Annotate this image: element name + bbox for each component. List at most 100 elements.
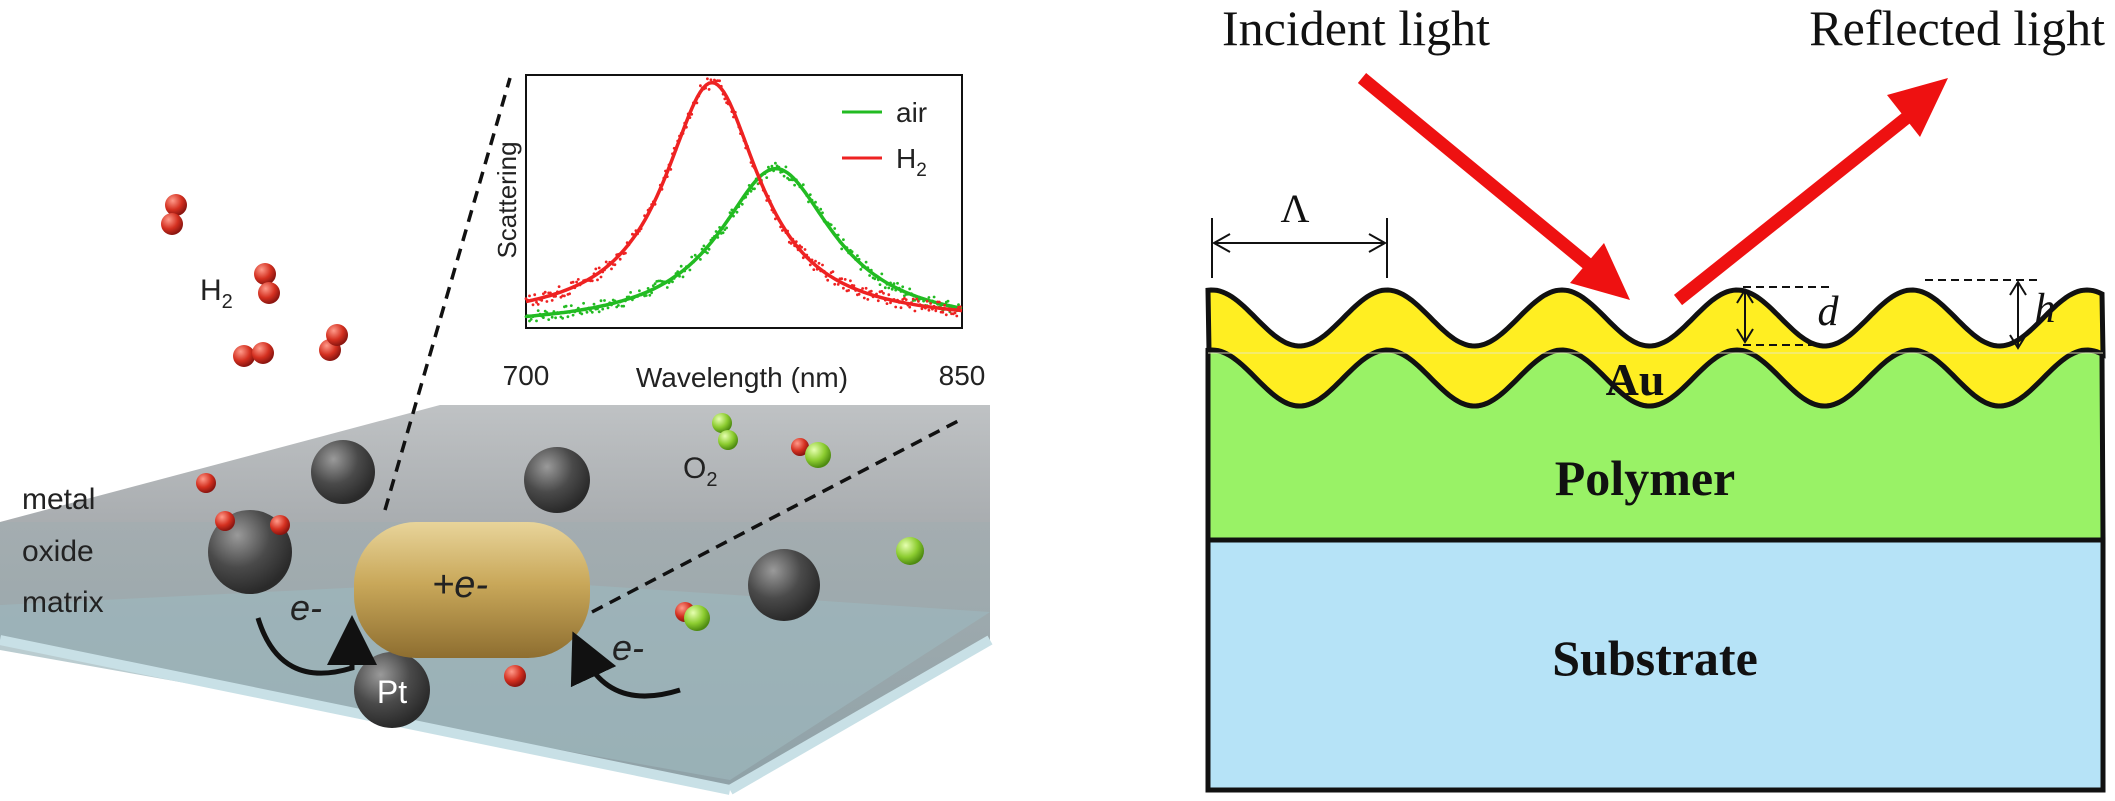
h2-spectrum-curve-point: [540, 299, 544, 302]
h2-spectrum-curve-point: [665, 175, 669, 179]
h2-spectrum-curve-point: [660, 187, 664, 191]
h2-spectrum-curve-point: [657, 191, 660, 195]
air-spectrum-curve-point: [711, 236, 714, 240]
air-spectrum-curve-point: [915, 295, 919, 299]
air-spectrum-curve-point: [681, 275, 685, 279]
h2-spectrum-curve-point: [639, 227, 643, 231]
o2-molecule: [718, 430, 738, 450]
air-spectrum-curve-point: [576, 306, 580, 310]
h2-spectrum-curve-point: [707, 88, 711, 91]
h2-spectrum-curve-point: [791, 237, 795, 241]
air-spectrum-curve-point: [873, 277, 877, 281]
air-spectrum-curve-point: [906, 292, 910, 296]
h2-spectrum-curve-point: [808, 263, 812, 267]
h2-spectrum-curve-point: [786, 229, 789, 233]
h2-spectrum-curve-point: [915, 297, 919, 301]
h2-spectrum-curve-point: [924, 306, 927, 310]
h2-spectrum-curve-point: [882, 291, 885, 295]
h2-spectrum-curve-point: [789, 242, 793, 245]
air-spectrum-curve-point: [692, 260, 695, 264]
h2-spectrum-curve-point: [892, 298, 896, 301]
h2-spectrum-curve-point: [831, 270, 835, 273]
h2-spectrum-curve-point: [655, 195, 659, 199]
air-spectrum-curve-point: [932, 295, 936, 299]
air-spectrum-curve-point: [538, 312, 542, 316]
air-spectrum-curve-point: [638, 289, 641, 293]
h2-spectrum-curve-point: [697, 94, 701, 98]
air-spectrum-curve-point: [716, 236, 720, 239]
h2-spectrum-curve-point: [617, 252, 620, 256]
h2-spectrum-curve-point: [643, 214, 646, 218]
air-spectrum-curve-point: [714, 230, 718, 233]
air-spectrum-curve-point: [583, 308, 587, 312]
h2-spectrum-curve-point: [887, 293, 891, 297]
h2-spectrum-curve-point: [944, 313, 948, 317]
air-spectrum-curve-point: [807, 200, 810, 204]
air-spectrum-curve-point: [723, 228, 727, 232]
h2-spectrum-curve-point: [836, 283, 840, 286]
electron-arrow-left: [255, 615, 377, 676]
air-spectrum-curve-point: [686, 265, 690, 269]
h2-spectrum-curve-point: [864, 286, 868, 290]
substrate-layer: [1205, 537, 2106, 793]
air-spectrum-curve-point: [920, 296, 924, 300]
h2-spectrum-curve-point: [821, 263, 824, 267]
air-spectrum-curve-point: [676, 270, 680, 273]
air-spectrum-curve-point: [744, 195, 748, 199]
h2-spectrum-curve-point: [594, 267, 598, 271]
air-spectrum-curve-point: [876, 278, 880, 282]
h2-spectrum-curve-point: [576, 278, 580, 281]
h2-spectrum-curve-point: [632, 233, 636, 237]
right-panel: Au Polymer Substrate Λ d h Incident ligh…: [1205, 0, 2106, 793]
h2-spectrum-curve-point: [651, 200, 655, 204]
air-spectrum-curve-point: [869, 268, 873, 272]
air-spectrum-curve-point: [549, 312, 552, 316]
h-atom: [196, 473, 216, 493]
air-spectrum-curve-point: [671, 280, 674, 284]
h2-spectrum-curve-point: [815, 267, 819, 271]
dark-sphere: [311, 440, 375, 504]
air-spectrum-curve-point: [854, 258, 857, 261]
air-spectrum-curve-point: [875, 274, 878, 278]
inset-y-axis-label: Scattering: [492, 141, 522, 258]
air-spectrum-curve-point: [735, 210, 739, 214]
air-spectrum-curve-point: [529, 317, 533, 321]
h2-spectrum-curve-point: [925, 299, 929, 303]
air-spectrum-curve-point: [836, 233, 840, 237]
air-spectrum-curve-point: [833, 227, 837, 230]
h2-spectrum-curve-point: [688, 116, 692, 119]
air-spectrum-curve: [525, 166, 963, 319]
air-spectrum-curve-point: [852, 255, 856, 259]
o-atom: [805, 442, 831, 468]
h2-spectrum-curve-point: [918, 303, 922, 307]
d-arrowheads: [1736, 288, 1754, 344]
air-spectrum-curve-point: [781, 170, 784, 174]
air-spectrum-curve-point: [592, 302, 596, 306]
h-atom: [504, 665, 526, 687]
lambda-label: Λ: [1280, 186, 1309, 231]
scattering-inset-chart: air H2 Scattering Wavelength (nm) 700 85…: [492, 74, 985, 393]
air-spectrum-curve-point: [821, 211, 824, 215]
h2-spectrum-curve-point: [775, 216, 779, 220]
h2-spectrum-curve-point: [869, 289, 873, 293]
h2-spectrum-curve-point: [852, 284, 856, 288]
h2-spectrum-curve-point: [728, 101, 732, 105]
h2-spectrum-curve-point: [765, 199, 769, 202]
air-spectrum-curve-point: [688, 268, 692, 272]
air-spectrum-curve-point: [890, 287, 894, 291]
h2-spectrum-curve-point: [833, 282, 837, 286]
o-atom: [896, 537, 924, 565]
air-spectrum-curve-point: [631, 298, 634, 302]
h2-spectrum-curve-point: [603, 268, 606, 272]
dark-sphere: [748, 549, 820, 621]
h2-spectrum-curve-point: [889, 301, 892, 305]
air-spectrum-curve-point: [901, 285, 905, 289]
h2-spectrum-curve-point: [629, 239, 632, 243]
inset-x-axis-label: Wavelength (nm): [636, 362, 848, 393]
h2-spectrum-curve-point: [819, 269, 823, 273]
h2-spectrum-curve-point: [704, 86, 707, 90]
pt-sphere: [354, 652, 430, 728]
h2-spectrum-curve-point: [557, 285, 561, 288]
h2-spectrum-curve-point: [753, 166, 756, 170]
air-spectrum-curve-point: [603, 299, 606, 302]
